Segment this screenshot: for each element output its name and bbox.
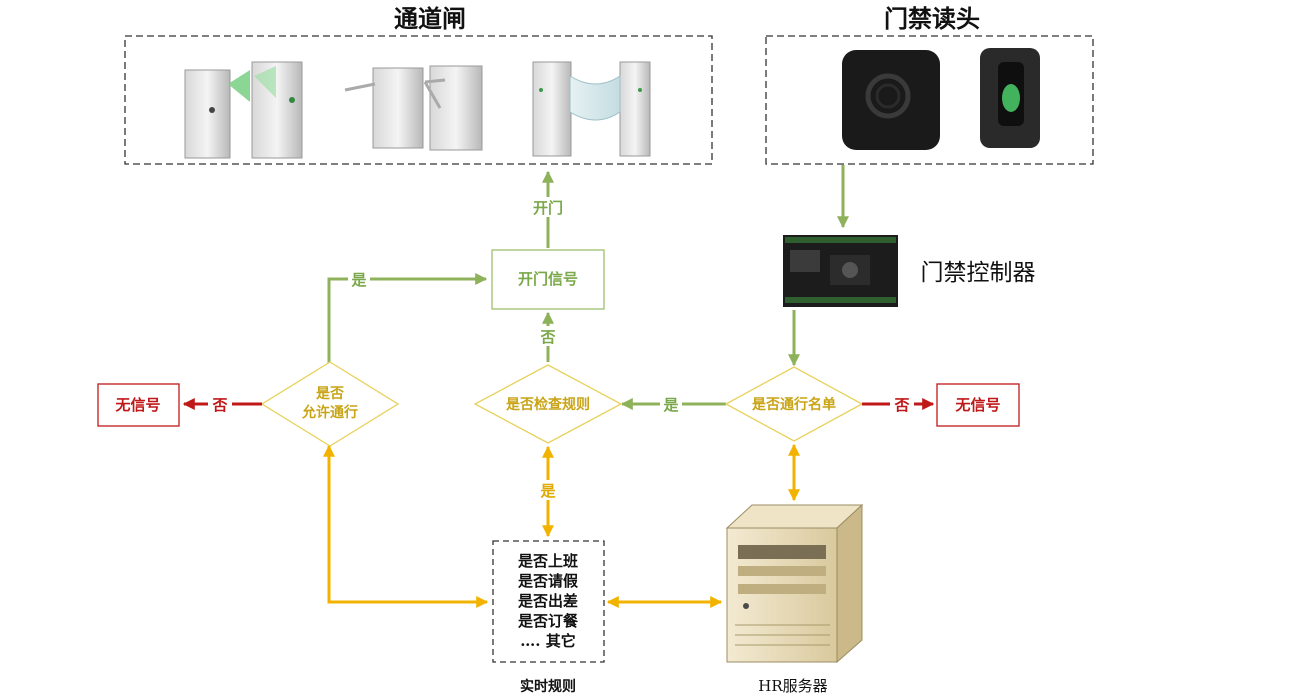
allow-no-label: 否 (211, 396, 227, 414)
open-signal-box (491, 249, 605, 310)
rfid-card-reader (842, 50, 940, 150)
readers-frame (765, 35, 1094, 165)
flap-barrier-gate (184, 61, 303, 159)
hr-server-caption: HR服务器 (758, 677, 827, 695)
access-controller-board (783, 235, 898, 307)
tripod-turnstile (344, 65, 483, 151)
allow-pass-diamond (260, 361, 400, 447)
rule-line: 是否请假 (517, 572, 579, 590)
rules-box (492, 540, 605, 663)
controller-label: 门禁控制器 (921, 260, 1036, 286)
check-rules-diamond (473, 364, 623, 444)
hr-server-icon (725, 503, 864, 664)
open-signal-label: 开门信号 (518, 270, 578, 288)
no-signal-right-label: 无信号 (954, 396, 1000, 414)
rule-line: 是否上班 (517, 552, 578, 570)
allow-yes-arrow (327, 273, 488, 366)
allow-yes-label: 是 (350, 271, 367, 289)
rule-line: 是否出差 (517, 592, 578, 610)
allow-pass-line2: 允许通行 (301, 404, 358, 421)
allow-rules-arrow (323, 444, 489, 608)
no-signal-left-label: 无信号 (114, 396, 160, 414)
check-rules-label: 是否检查规则 (506, 396, 590, 413)
rule-line: …. 其它 (520, 632, 575, 650)
no-signal-box-left (97, 383, 180, 427)
rule-line: 是否订餐 (517, 612, 579, 630)
gates-frame (124, 35, 713, 165)
rules-yes-label: 是 (539, 482, 556, 500)
allow-pass-line1: 是否 (316, 386, 344, 402)
readers-title: 门禁读头 (884, 5, 980, 33)
whitelist-label: 是否通行名单 (752, 396, 836, 413)
fingerprint-reader (980, 48, 1040, 148)
whitelist-no-label: 否 (893, 396, 909, 414)
no-signal-box-right (936, 383, 1020, 427)
swing-gate (532, 61, 651, 157)
open-edge-label: 开门 (533, 199, 563, 217)
whitelist-yes-label: 是 (662, 396, 679, 414)
rules-caption: 实时规则 (520, 678, 576, 695)
check-no-label: 否 (539, 328, 555, 346)
gates-title: 通道闸 (394, 5, 466, 33)
whitelist-diamond (724, 366, 864, 442)
